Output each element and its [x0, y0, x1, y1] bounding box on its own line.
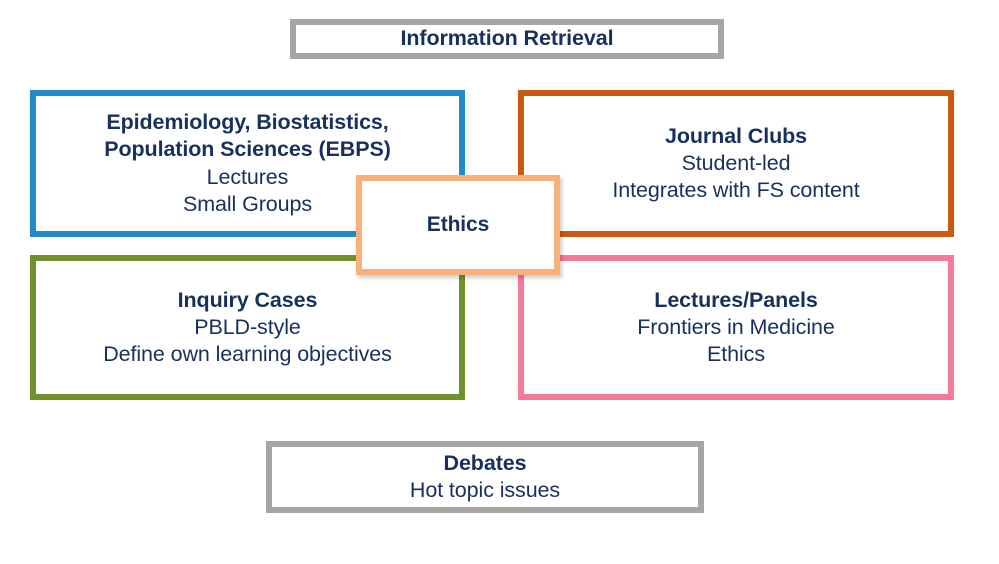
box-journal-clubs-detail-line-2: Integrates with FS content	[612, 178, 860, 203]
box-ethics-hub: Ethics	[356, 175, 560, 275]
box-lectures-panels-title: Lectures/Panels	[654, 287, 818, 312]
box-inquiry-cases-detail-line-1: PBLD-style	[194, 314, 301, 339]
box-information-retrieval: Information Retrieval	[290, 19, 724, 59]
box-ebps-title-line-1: Epidemiology, Biostatistics,	[106, 110, 389, 135]
box-information-retrieval-title: Information Retrieval	[400, 26, 614, 51]
box-debates: Debates Hot topic issues	[266, 441, 704, 513]
box-ebps-detail-line-2: Small Groups	[182, 191, 313, 216]
box-inquiry-cases: Inquiry Cases PBLD-style Define own lear…	[30, 255, 465, 400]
box-journal-clubs: Journal Clubs Student-led Integrates wit…	[518, 90, 954, 237]
box-inquiry-cases-title: Inquiry Cases	[177, 287, 318, 312]
box-lectures-panels-detail-line-2: Ethics	[707, 342, 765, 367]
box-ebps: Epidemiology, Biostatistics, Population …	[30, 90, 465, 237]
box-lectures-panels-detail-line-1: Frontiers in Medicine	[637, 314, 835, 339]
box-journal-clubs-title: Journal Clubs	[664, 123, 808, 148]
box-journal-clubs-detail-line-1: Student-led	[681, 150, 791, 175]
box-ebps-title-line-2: Population Sciences (EBPS)	[104, 137, 391, 162]
box-ebps-detail-line-1: Lectures	[206, 164, 289, 189]
box-inquiry-cases-detail-line-2: Define own learning objectives	[103, 342, 392, 367]
box-debates-detail-line-1: Hot topic issues	[409, 478, 561, 502]
box-debates-title: Debates	[443, 450, 527, 475]
box-lectures-panels: Lectures/Panels Frontiers in Medicine Et…	[518, 255, 954, 400]
box-ethics-title: Ethics	[426, 212, 490, 236]
